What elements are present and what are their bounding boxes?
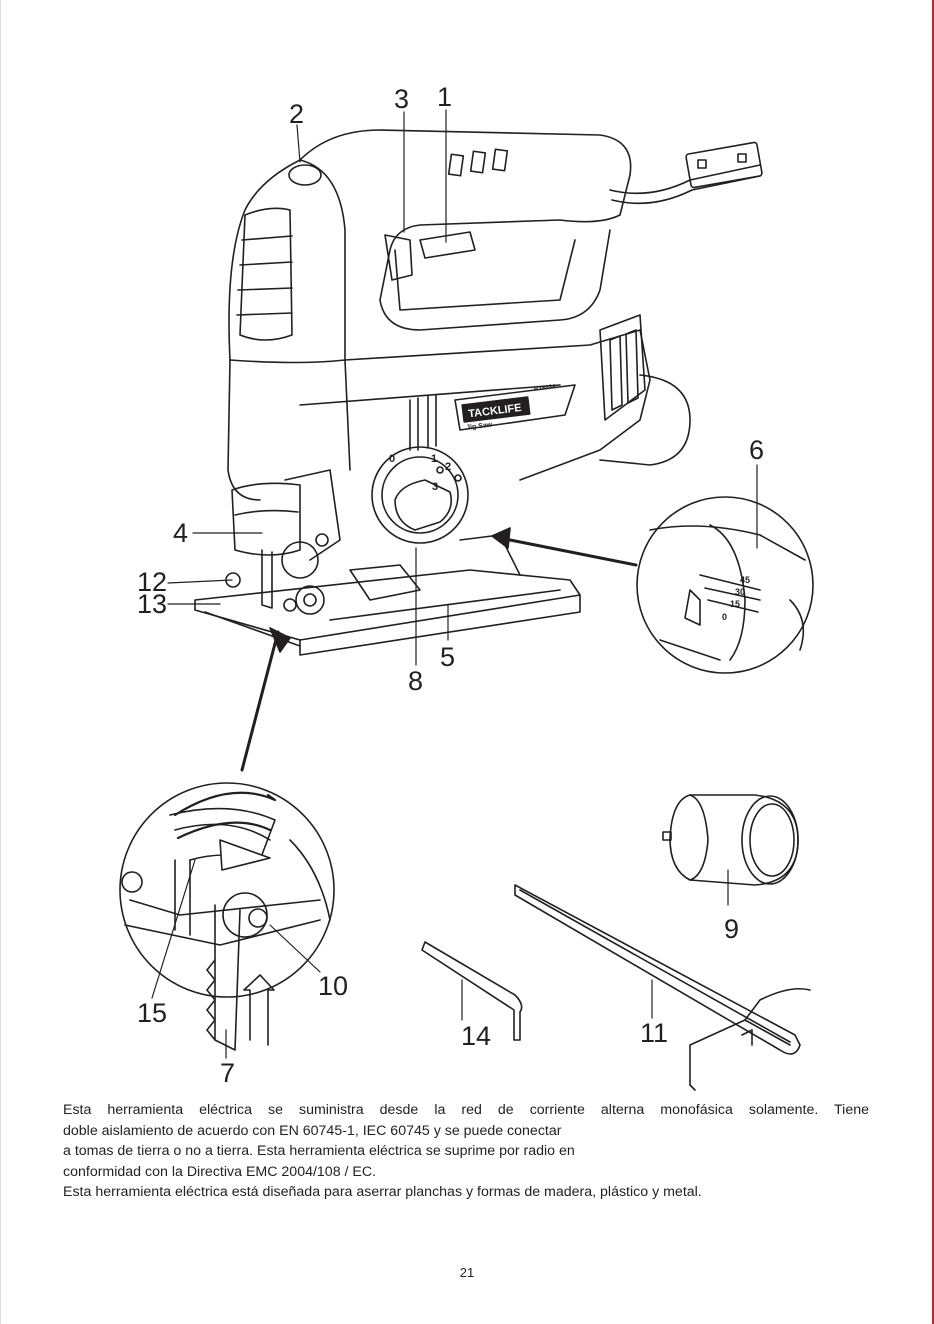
callout-8: 8 [408,666,423,696]
description-text: Esta herramienta eléctrica se suministra… [63,1100,869,1203]
bevel-scale-detail [636,496,814,674]
description-line-3: a tomas de tierra o no a tierra. Esta he… [63,1143,575,1159]
callout-4: 4 [173,518,188,548]
page-number: 21 [459,1265,475,1280]
callout-leaders [151,109,758,1059]
callout-2: 2 [289,99,304,129]
tool-product-label: Jig Saw [466,421,493,431]
page-border-right [932,0,934,1324]
blade-clamp-detail [119,782,335,1051]
callout-5: 5 [440,642,455,672]
description-line-5: Esta herramienta eléctrica está diseñada… [63,1184,702,1200]
tool-model-label: PJS03A [534,384,558,393]
callout-10: 10 [318,971,348,1001]
callout-11: 11 [640,1018,668,1048]
callout-3: 3 [394,84,409,114]
jigsaw-body [194,129,691,656]
callout-1: 1 [437,82,452,112]
detail-arrows [240,536,638,772]
jigsaw-illustration: TACKLIFE PJS03A Jig Saw 0 1 2 3 45 30 15… [119,82,814,1091]
page-border-left [0,0,1,1324]
description-line-4: conformidad con la Directiva EMC 2004/10… [63,1163,377,1180]
callout-6: 6 [749,435,764,465]
hex-key [421,941,523,1041]
callout-14: 14 [461,1021,491,1051]
bevel-mark-30: 30 [735,587,745,597]
bevel-mark-15: 15 [730,599,740,609]
dial-mark-3: 3 [432,481,438,493]
power-cord [609,141,763,205]
description-line-1: Esta herramienta eléctrica se suministra… [63,1102,869,1118]
bevel-mark-45: 45 [740,575,750,585]
dial-mark-0: 0 [389,453,395,465]
parallel-guide [514,884,811,1091]
callout-15: 15 [137,998,167,1028]
bevel-mark-0: 0 [722,612,727,622]
callout-9: 9 [724,914,739,944]
callout-12: 12 [137,567,167,597]
dial-mark-2: 2 [445,461,451,473]
description-line-2: doble aislamiento de acuerdo con EN 6074… [63,1122,562,1139]
dust-adapter [662,794,799,886]
dial-mark-1: 1 [431,453,437,465]
callout-7: 7 [220,1058,235,1088]
callout-13: 13 [137,589,167,619]
